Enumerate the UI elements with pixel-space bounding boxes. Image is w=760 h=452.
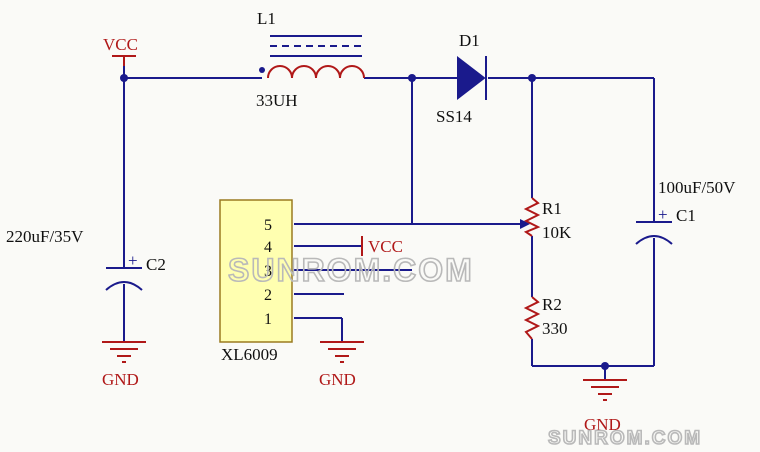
junction-dots xyxy=(120,74,609,370)
gnd-right-label: GND xyxy=(584,415,621,434)
watermark-corner: SUNROM.COM xyxy=(548,428,702,449)
c2-plus-sign: + xyxy=(128,251,138,270)
inductor-value-label: 33UH xyxy=(256,91,298,110)
vcc-top-label: VCC xyxy=(103,35,138,54)
ic-pin-4: 4 xyxy=(264,239,272,256)
gnd-symbol-left xyxy=(102,341,146,363)
capacitor-c2: + xyxy=(105,251,143,291)
ic-pin-5: 5 xyxy=(264,217,272,234)
r1-value-label: 10K xyxy=(542,223,572,242)
watermark-center: SUNROM.COM xyxy=(228,252,474,288)
ic-ref-label: XL6009 xyxy=(221,345,278,364)
gnd-symbol-right xyxy=(583,379,627,401)
ic-pin-3: 3 xyxy=(264,263,272,280)
ic-pin-2: 2 xyxy=(264,287,272,304)
vcc-pin-label: VCC xyxy=(368,237,403,256)
resistor-r2 xyxy=(523,296,541,340)
c1-plus-sign: + xyxy=(658,205,668,224)
diode-ref-label: D1 xyxy=(459,31,480,50)
resistor-r1 xyxy=(520,197,541,237)
cap-out-value-label: 100uF/50V xyxy=(658,178,736,197)
cap-in-value-label: 220uF/35V xyxy=(6,227,84,246)
vcc-power-port-top xyxy=(112,55,136,66)
r1-ref-label: R1 xyxy=(542,199,562,218)
inductor-ref-label: L1 xyxy=(257,9,276,28)
ic-pin-1: 1 xyxy=(264,311,272,328)
cap-out-ref-label: C1 xyxy=(676,206,696,225)
diode-d1 xyxy=(457,55,487,101)
ic-xl6009 xyxy=(219,199,293,343)
inductor-l1 xyxy=(259,35,365,79)
diode-value-label: SS14 xyxy=(436,107,472,126)
gnd-symbol-mid xyxy=(320,341,364,363)
capacitor-c1: + xyxy=(635,205,673,245)
gnd-mid-label: GND xyxy=(319,370,356,389)
cap-in-ref-label: C2 xyxy=(146,255,166,274)
r2-value-label: 330 xyxy=(542,319,568,338)
gnd-left-label: GND xyxy=(102,370,139,389)
r2-ref-label: R2 xyxy=(542,295,562,314)
wires xyxy=(123,56,655,380)
